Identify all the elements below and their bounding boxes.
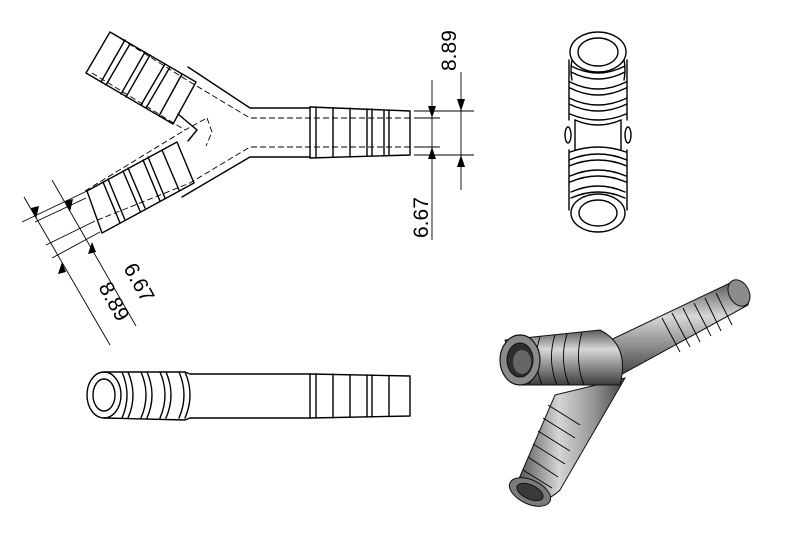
front-upper-barb <box>85 31 197 125</box>
top-view <box>86 371 411 421</box>
front-right-barb <box>309 106 411 159</box>
front-view <box>84 31 411 234</box>
dim-right-outer: 8.89 <box>438 30 461 71</box>
front-body <box>84 31 410 222</box>
right-dimensions: 8.89 6.67 <box>410 30 474 240</box>
isometric-view <box>499 279 751 507</box>
dim-right-inner: 6.67 <box>410 197 433 238</box>
side-view <box>564 31 632 233</box>
front-lower-barb <box>86 141 195 234</box>
